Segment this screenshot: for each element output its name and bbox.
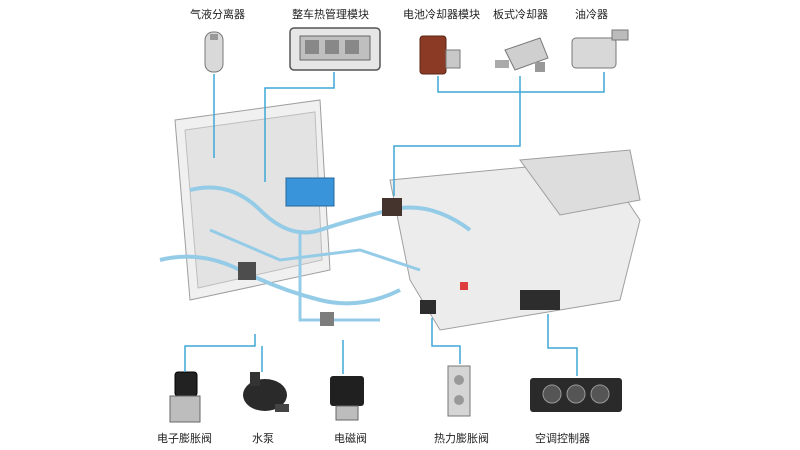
- label-thermal-management-module: 整车热管理模块: [292, 8, 369, 21]
- label-oil-cooler: 油冷器: [575, 8, 608, 21]
- gas-liquid-separator-icon: [204, 31, 224, 73]
- water-pump-icon: [243, 372, 289, 412]
- label-electronic-expansion-valve: 电子膨胀阀: [157, 432, 212, 445]
- leader-oil-cooler: [520, 72, 605, 93]
- label-gas-liquid-separator: 气液分离器: [190, 8, 245, 21]
- electronic-expansion-valve-icon: [169, 371, 201, 423]
- label-thermal-expansion-valve: 热力膨胀阀: [434, 432, 489, 445]
- leader-battery-cooler-module: [393, 76, 521, 196]
- label-ac-controller: 空调控制器: [535, 432, 590, 445]
- leader-thermal-management-module: [264, 72, 335, 182]
- leader-lines: [184, 72, 605, 376]
- label-solenoid-valve: 电磁阀: [334, 432, 367, 445]
- leader-electronic-expansion-valve: [184, 334, 256, 372]
- thermal-management-module-icon: [289, 27, 381, 71]
- battery-cooler-module-icon: [419, 35, 461, 75]
- thermal-expansion-valve-icon: [447, 365, 471, 417]
- label-water-pump: 水泵: [252, 432, 274, 445]
- oil-cooler-icon: [571, 29, 629, 69]
- leader-thermal-expansion-valve: [431, 318, 461, 364]
- solenoid-valve-icon: [330, 376, 364, 421]
- plate-cooler-icon: [495, 37, 549, 72]
- vehicle-thermal-assembly: [159, 99, 641, 331]
- label-plate-cooler: 板式冷却器: [493, 8, 548, 21]
- leader-ac-controller: [547, 314, 578, 376]
- ac-controller-icon: [530, 378, 622, 412]
- label-battery-cooler-module: 电池冷却器模块: [403, 8, 480, 21]
